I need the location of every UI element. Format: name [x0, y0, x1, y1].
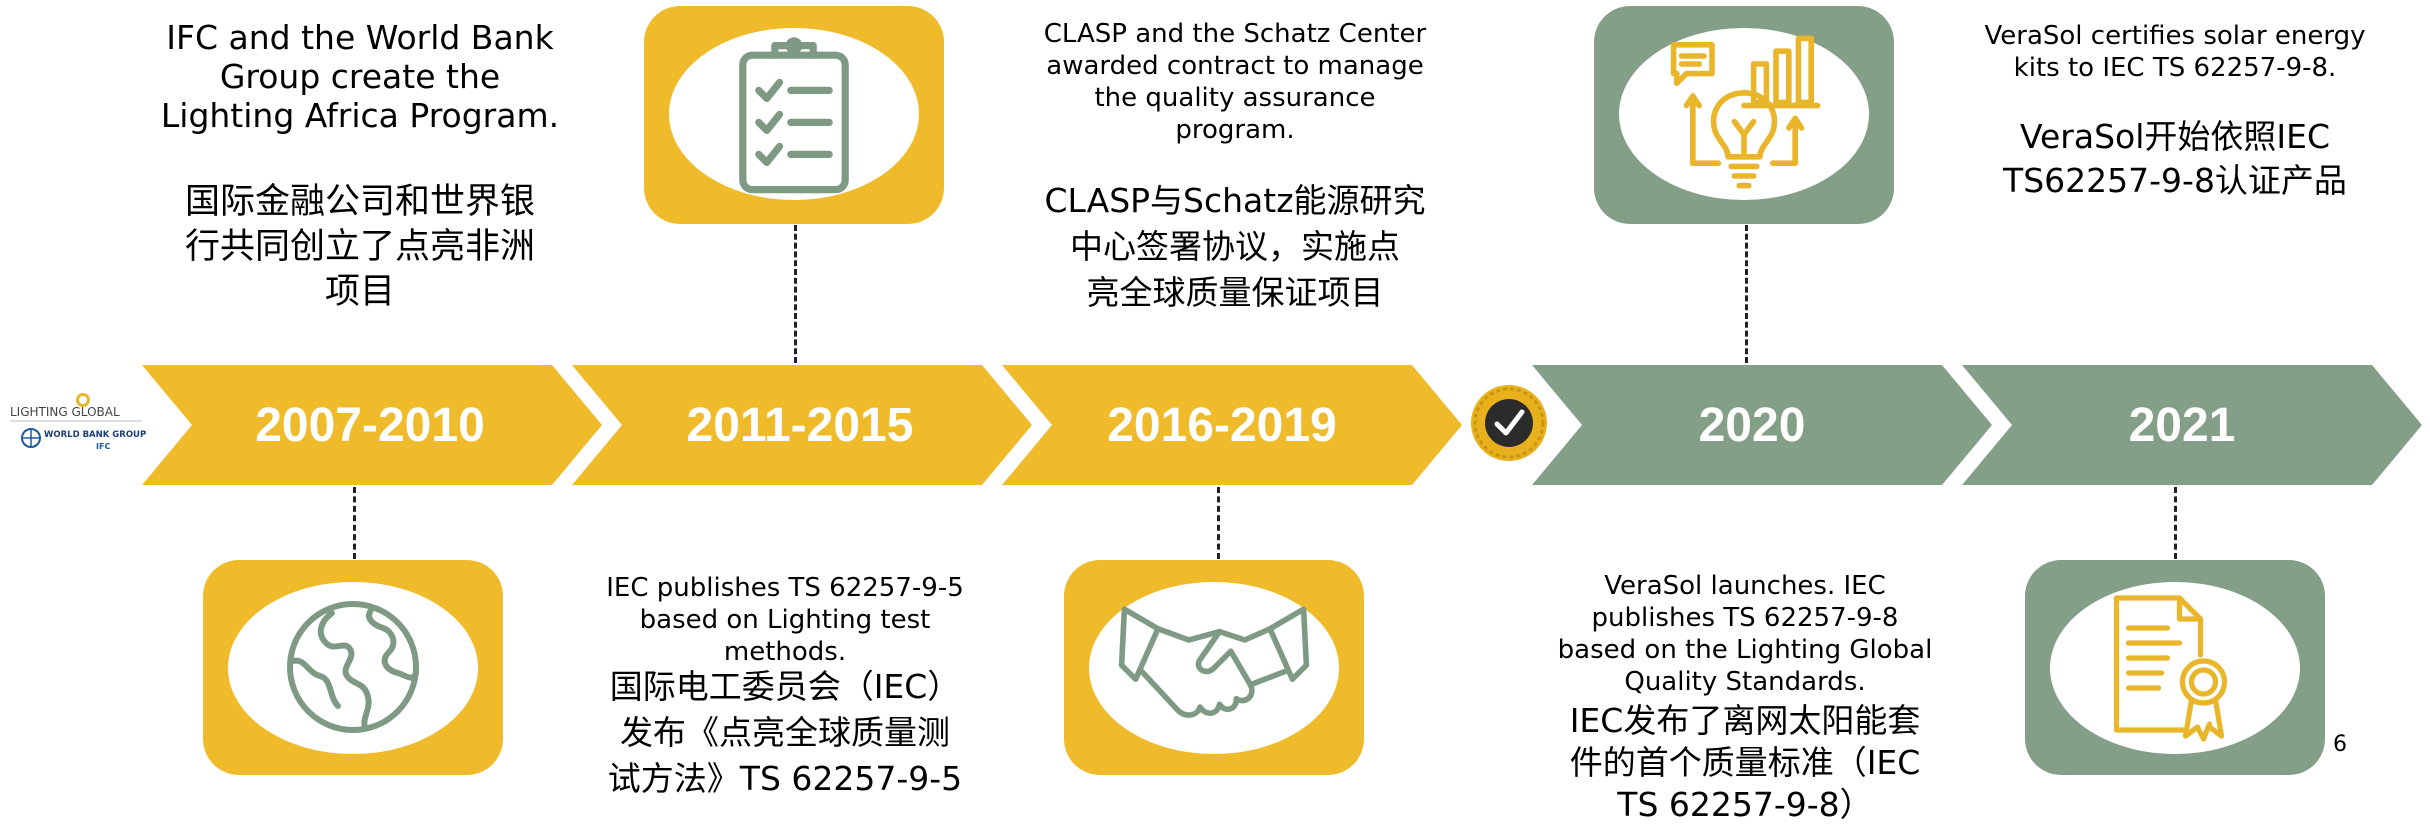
clipboard-checklist-icon [739, 37, 849, 194]
arrow-2007-2010 [142, 365, 602, 485]
lighting-global-logo: LIGHTING GLOBAL WORLD BANK GROUP IFC [6, 388, 146, 458]
connector-2020 [1745, 225, 1748, 363]
ifc-wordmark: IFC [96, 442, 110, 451]
connector-2011 [794, 225, 797, 363]
event-2020-english: VeraSol launches. IEC publishes TS 62257… [1557, 571, 1933, 697]
certificate-icon [2113, 595, 2228, 742]
event-2007-english: IFC and the World Bank Group create the … [160, 18, 560, 135]
event-2016-chinese: CLASP与Schatz能源研究 中心签署协议，实施点 亮全球质量保证项目 [1044, 181, 1426, 312]
lighting-global-wordmark: LIGHTING GLOBAL [10, 405, 120, 419]
handshake-icon [1118, 606, 1310, 718]
arrow-2016-2019 [1002, 365, 1462, 485]
event-2016-english: CLASP and the Schatz Center awarded cont… [1043, 19, 1427, 145]
world-bank-wordmark: WORLD BANK GROUP [44, 430, 146, 440]
icon-box-2020 [1594, 6, 1894, 224]
year-2011-2015: 2011-2015 [686, 399, 914, 452]
year-2007-2010: 2007-2010 [255, 399, 485, 452]
arrow-2020 [1532, 365, 1992, 485]
seal-check-icon [1471, 385, 1547, 461]
event-2021-chinese: VeraSol开始依照IEC TS62257-9-8认证产品 [2003, 117, 2347, 200]
year-2020: 2020 [1698, 399, 1806, 452]
event-2021-english: VeraSol certifies solar energy kits to I… [1984, 21, 2366, 83]
event-2011-chinese: 国际电工委员会（IEC） 发布《点亮全球质量测 试方法》TS 62257-9-5 [607, 667, 963, 798]
globe-icon [287, 601, 419, 733]
icon-box-2021 [2025, 560, 2325, 775]
connector-2016 [1217, 487, 1220, 559]
connector-2021 [2174, 487, 2177, 559]
event-2020-chinese: IEC发布了离网太阳能套 件的首个质量标准（IEC TS 62257-9-8） [1569, 701, 1921, 824]
lightbulb-chart-icon [1670, 35, 1821, 189]
icon-box-2011 [644, 6, 944, 224]
icon-box-2016 [1064, 560, 1364, 775]
arrow-2011-2015 [572, 365, 1032, 485]
event-2007-chinese: 国际金融公司和世界银 行共同创立了点亮非洲 项目 [184, 182, 535, 312]
connector-2007 [353, 487, 356, 559]
icon-box-2007 [203, 560, 503, 775]
year-2016-2019: 2016-2019 [1107, 399, 1337, 452]
arrow-2021 [1962, 365, 2422, 485]
event-2011-english: IEC publishes TS 62257-9-5 based on Ligh… [606, 573, 964, 667]
page-number: 6 [2333, 732, 2347, 757]
year-2021: 2021 [2128, 399, 2236, 452]
